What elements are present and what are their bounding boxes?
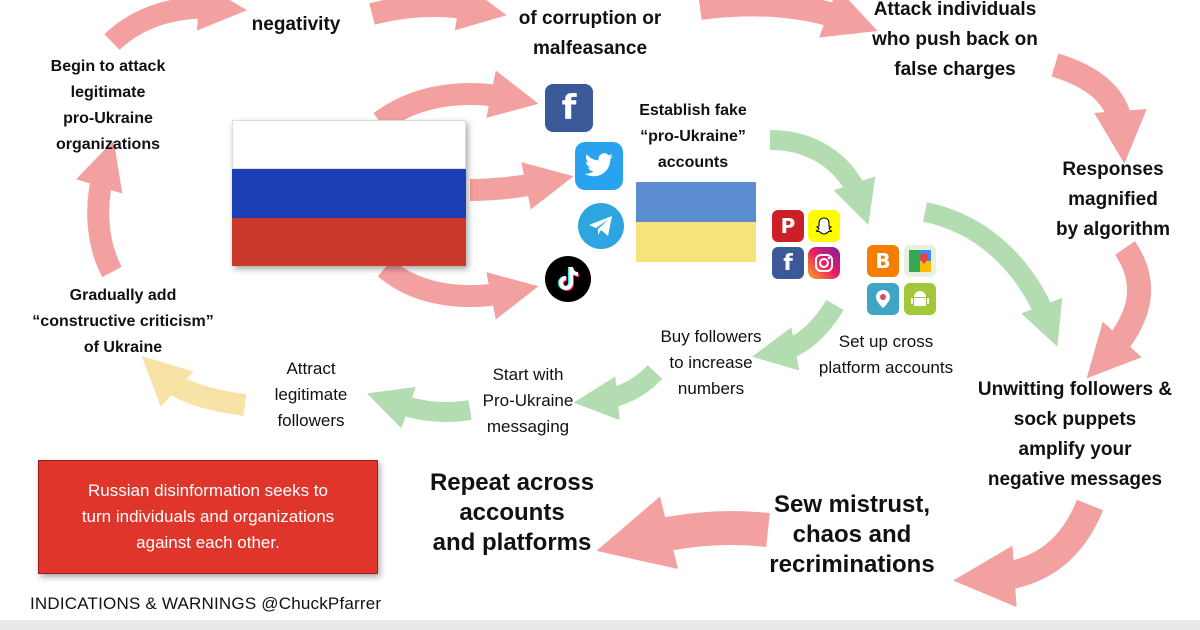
label-attract-followers: Attract legitimate followers <box>274 359 348 430</box>
facebook-icon: f <box>545 84 593 132</box>
android-icon <box>904 283 936 315</box>
bottom-bar <box>0 620 1200 630</box>
ukraine-flag-yellow-band <box>636 222 756 262</box>
russia-flag-blue-band <box>232 169 466 218</box>
russia-flag <box>232 120 466 266</box>
arrow-accuse-to-attack <box>698 0 878 38</box>
pinterest-icon: P <box>772 210 804 242</box>
label-begin-attack: Begin to attack legitimate pro-Ukraine o… <box>50 58 166 153</box>
russia-flag-white-band <box>232 120 466 169</box>
telegram-icon <box>578 203 624 249</box>
ukraine-flag-blue-band <box>636 182 756 222</box>
telegram-plane-icon <box>589 216 612 236</box>
android-robot-icon <box>911 291 929 306</box>
instagram-camera-icon <box>815 254 833 272</box>
arrow-unwitting-to-sew <box>953 499 1103 608</box>
tiktok-note-icon <box>558 267 579 291</box>
tiktok-icon <box>545 256 591 302</box>
maps-pin-icon <box>909 250 931 272</box>
label-accuse-corruption: Accuse opponents of corruption or malfea… <box>518 8 662 59</box>
periscope-pin-icon <box>876 290 890 308</box>
label-start-with: Start with Pro-Ukraine messaging <box>482 365 574 436</box>
snapchat-icon <box>808 210 840 242</box>
google-maps-icon <box>904 245 936 277</box>
label-buy-followers: Buy followers to increase numbers <box>660 327 762 398</box>
label-gradually-add: Gradually add “constructive criticism” o… <box>32 287 214 356</box>
credit-line: INDICATIONS & WARNINGS @ChuckPfarrer <box>30 594 382 613</box>
label-unwitting-followers: Unwitting followers & sock puppets ampli… <box>977 379 1173 490</box>
arrow-start-to-attract <box>367 386 472 429</box>
arrow-russia-to-tiktok <box>377 259 539 320</box>
label-attack-individuals: Attack individuals who push back on fals… <box>872 0 1038 80</box>
arrow-begin-to-negativity <box>104 0 247 51</box>
arrow-russia-to-facebook <box>373 70 539 132</box>
arrow-ukraine-to-unwitting <box>922 202 1063 347</box>
arrow-attract-to-gradually <box>141 356 247 416</box>
arrow-attack-to-responses <box>1051 53 1147 164</box>
twitter-icon <box>575 142 623 190</box>
label-increase-negativity: Increase negativity <box>251 0 341 35</box>
arrow-sew-to-repeat <box>596 496 770 570</box>
label-set-up-cross: Set up cross platform accounts <box>818 332 954 377</box>
periscope-icon <box>867 283 899 315</box>
arrow-repeat-loop <box>600 575 660 587</box>
russia-flag-red-band <box>232 218 466 266</box>
label-responses-magnified: Responses magnified by algorithm <box>1055 159 1170 240</box>
facebook-small-icon: f <box>772 247 804 279</box>
arrow-establish-to-icons <box>769 130 876 226</box>
instagram-icon <box>808 247 840 279</box>
arrow-responses-to-unwitting <box>1086 241 1151 379</box>
callout-text: Russian disinformation seeks to turn ind… <box>81 481 335 552</box>
label-sew-mistrust: Sew mistrust, chaos and recriminations <box>769 491 935 578</box>
label-repeat-across: Repeat across accounts and platforms <box>429 469 595 556</box>
arrow-buy-to-start <box>573 364 663 421</box>
callout-box: Russian disinformation seeks to turn ind… <box>38 460 378 574</box>
arrow-gradually-to-begin <box>76 140 123 278</box>
snapchat-ghost-icon <box>815 217 833 235</box>
label-establish-fake: Establish fake “pro-Ukraine” accounts <box>639 102 747 171</box>
arrow-russia-to-telegram <box>469 162 574 210</box>
arrow-cross-to-buy <box>752 299 844 371</box>
ukraine-flag <box>636 182 756 262</box>
twitter-bird-icon <box>584 153 613 177</box>
blogger-icon: B <box>867 245 899 277</box>
arrow-negativity-to-accuse <box>369 0 507 31</box>
